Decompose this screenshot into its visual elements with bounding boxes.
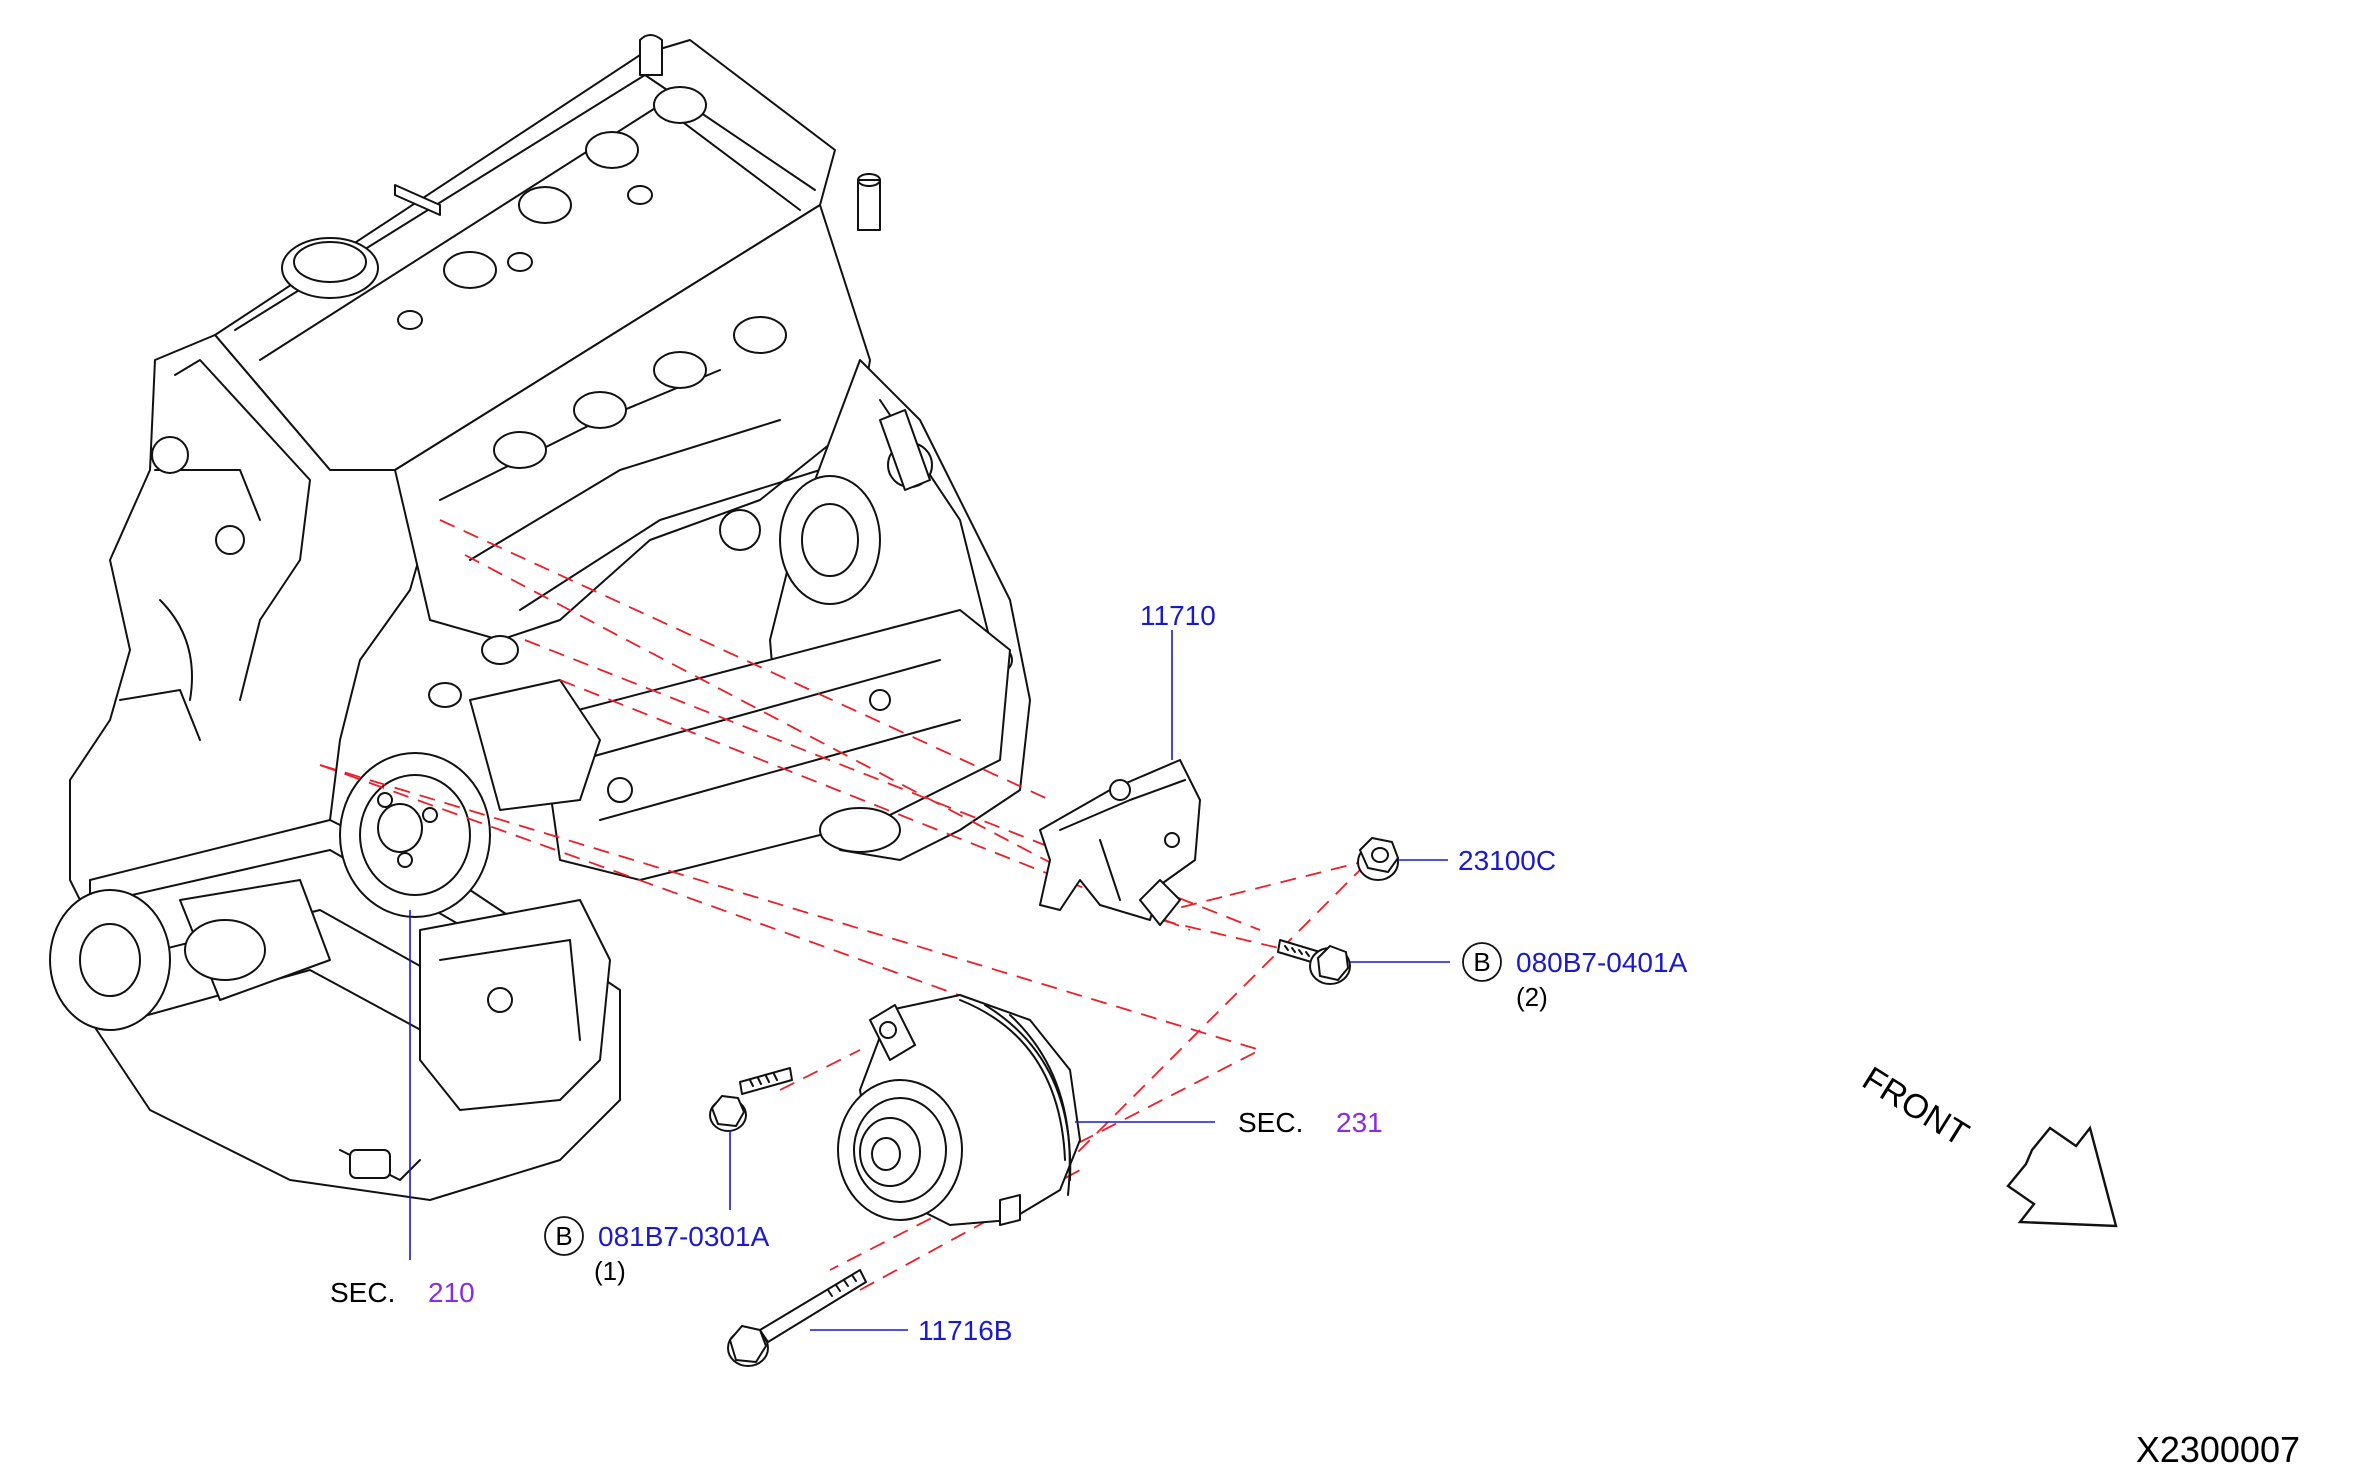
part-number-long-bolt[interactable]: 11716B <box>918 1315 1012 1346</box>
alternator-bracket-illustration <box>1039 759 1201 926</box>
bolt-type-letter: B <box>1473 947 1490 977</box>
engine-assembly-illustration <box>49 34 1031 1201</box>
callout-bolt-upper[interactable]: B 080B7-0401A (2) <box>1462 942 1688 1012</box>
diagram-id: X2300007 <box>2136 1429 2300 1470</box>
sec-prefix: SEC. <box>330 1277 395 1308</box>
bolt-upper-illustration <box>1277 939 1351 985</box>
section-number-alternator[interactable]: 231 <box>1336 1107 1383 1138</box>
callout-nut[interactable]: 23100C <box>1458 845 1556 876</box>
leader-lines <box>409 630 1450 1331</box>
part-number-nut[interactable]: 23100C <box>1458 845 1556 876</box>
part-number-bracket[interactable]: 11710 <box>1140 600 1216 631</box>
sec-prefix: SEC. <box>1238 1107 1303 1138</box>
quantity-bolt-upper: (2) <box>1516 982 1548 1012</box>
bolt-type-circle-icon <box>1462 942 1502 982</box>
quantity-bolt-lower: (1) <box>594 1256 626 1286</box>
section-number-engine[interactable]: 210 <box>428 1277 475 1308</box>
callout-sec-alternator[interactable]: SEC. 231 <box>1238 1107 1383 1138</box>
callout-bracket[interactable]: 11710 <box>1140 600 1216 631</box>
part-number-bolt-upper[interactable]: 080B7-0401A <box>1516 947 1688 978</box>
long-bolt-illustration <box>727 1269 867 1367</box>
bolt-lower-illustration <box>709 1067 793 1132</box>
front-arrow-icon <box>2006 1125 2118 1228</box>
callout-bolt-lower[interactable]: B 081B7-0301A (1) <box>544 1216 770 1286</box>
nut-illustration <box>1357 837 1399 881</box>
callout-long-bolt[interactable]: 11716B <box>918 1315 1012 1346</box>
front-label: FRONT <box>1856 1060 1975 1154</box>
bolt-type-circle-icon <box>544 1216 584 1256</box>
bolt-type-letter: B <box>555 1221 572 1251</box>
part-number-bolt-lower[interactable]: 081B7-0301A <box>598 1221 770 1252</box>
front-direction-indicator: FRONT <box>1856 1060 2118 1228</box>
alternator-illustration <box>837 994 1081 1226</box>
callout-sec-engine[interactable]: SEC. 210 <box>330 1277 475 1308</box>
